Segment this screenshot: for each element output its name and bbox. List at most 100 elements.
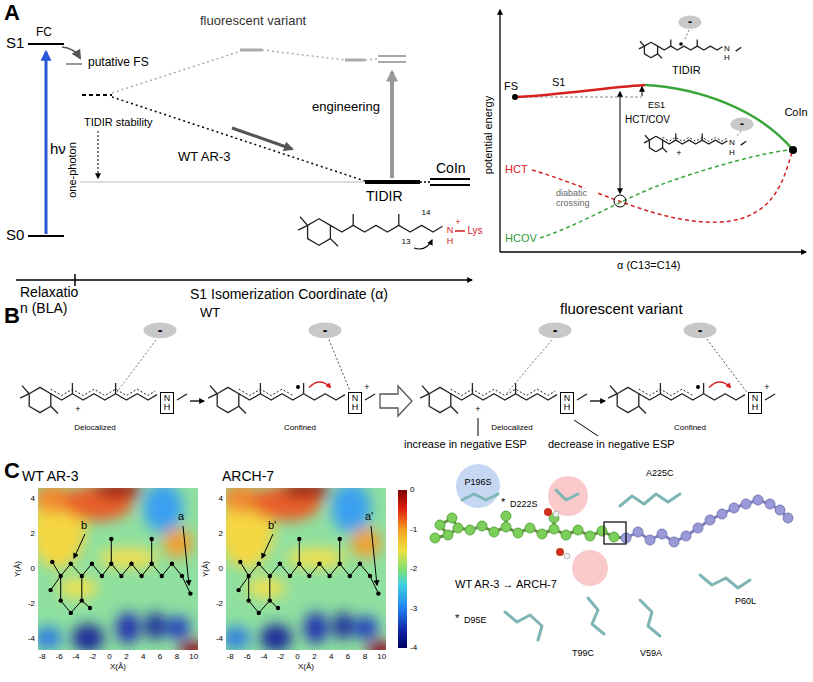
curve-label: fluorescent variant: [200, 14, 306, 29]
variant-title: WT: [200, 306, 220, 321]
charge-label: +: [75, 404, 80, 414]
residue-label: T99C: [572, 648, 594, 658]
annotation: decrease in negative ESP: [548, 438, 675, 451]
state-caption: Confined: [284, 423, 316, 432]
map-title: WT AR-3: [22, 468, 79, 484]
atom-label: H: [729, 148, 735, 157]
charge-label: +: [475, 404, 480, 414]
charge-sign: -: [323, 323, 328, 338]
atom-label: H: [447, 236, 454, 246]
axis-tick: 0: [107, 652, 111, 661]
ellipse-fill: [144, 322, 177, 338]
charge-sign: -: [553, 323, 558, 338]
axis-tick: -4: [216, 635, 223, 644]
ellipse-fill: [679, 15, 702, 29]
axis-tick: -2: [216, 600, 223, 609]
annotation: diabatic crossing: [556, 188, 596, 209]
axis-tick: -6: [55, 652, 62, 661]
curve-label: HCOV: [505, 232, 537, 245]
ellipse-fill: [731, 117, 754, 131]
axis-title: X(Å): [298, 662, 314, 671]
atom-label: N: [564, 394, 571, 403]
residue-label: P196S: [464, 477, 491, 487]
point-label: a': [365, 510, 373, 523]
axis-title: Y(Å): [201, 561, 210, 577]
atom-label: N: [352, 394, 359, 403]
charge-label: +: [676, 148, 681, 158]
point-label: a: [178, 510, 184, 523]
amine-box: NH: [560, 392, 575, 415]
point-label: CoIn: [784, 106, 807, 119]
atom-label: H: [724, 53, 730, 62]
ellipse-fill: [539, 322, 572, 338]
atom-label: H: [564, 403, 571, 412]
variant-title: fluorescent variant: [560, 300, 683, 317]
axis-title: α (C13=C14): [617, 259, 681, 272]
annotation: WT AR-3 → ARCH-7: [455, 578, 557, 591]
axis-tick: 0: [219, 564, 223, 573]
coupling-label: HCT/COV: [625, 114, 670, 126]
state-label: FC: [36, 26, 52, 40]
point-label: b: [81, 519, 87, 532]
residue-label: Lys: [467, 225, 482, 237]
atom-label: H: [752, 403, 759, 412]
residue-label: A225C: [646, 468, 674, 478]
axis-tick: 2: [219, 529, 223, 538]
energy-level-diagram: [16, 44, 472, 286]
state-caption: Delocalized: [491, 423, 532, 432]
state-label: putative FS: [88, 56, 149, 70]
charge-sign: -: [158, 323, 163, 338]
atom-number: 13: [402, 237, 411, 246]
axis-tick: -6: [243, 652, 250, 661]
charge-ellipse: -: [538, 322, 572, 339]
colorbar-tick: 0: [410, 485, 414, 494]
dotted-connector: [707, 339, 747, 392]
colorbar-tick: -1: [410, 525, 417, 534]
colorbar-tick: -3: [410, 604, 417, 613]
esp-maps: [30, 482, 407, 659]
amine-box: NH: [748, 392, 763, 415]
dotted-connector: [329, 340, 350, 391]
charge-ellipse: -: [143, 322, 177, 339]
axis-tick: -8: [227, 652, 234, 661]
charge-ellipse: -: [730, 117, 754, 132]
charge-sign: -: [698, 323, 703, 338]
residue-label: D222S: [510, 499, 538, 509]
axis-tick: -4: [72, 652, 79, 661]
curve-label: WT AR-3: [178, 150, 231, 165]
axis-tick: 8: [175, 652, 179, 661]
point-label: FS: [504, 80, 518, 93]
axis-tick: 4: [141, 652, 145, 661]
axis-title: one-photon: [66, 142, 79, 198]
annotation: engineering: [312, 100, 380, 115]
amine-box: NH: [160, 392, 175, 415]
axis-tick: 0: [31, 564, 35, 573]
curve-label: HCT: [505, 163, 528, 176]
map-title: ARCH-7: [222, 468, 274, 484]
charge-ellipse: -: [308, 322, 342, 339]
atom-label: N: [729, 138, 735, 147]
colorbar-tick: -4: [410, 643, 417, 652]
atom-label: N: [724, 44, 730, 53]
axis-tick: -2: [28, 600, 35, 609]
marker-star: *: [501, 496, 505, 509]
axis-tick: 2: [124, 652, 128, 661]
charge-ellipse: -: [683, 322, 717, 339]
axis-tick: -4: [28, 635, 35, 644]
axis-tick: 6: [158, 652, 162, 661]
atom-label: H: [352, 403, 359, 412]
state-caption: Delocalized: [74, 423, 115, 432]
annotation: increase in negative ESP: [404, 438, 527, 451]
axis-title: Y(Å): [13, 561, 22, 577]
state-label: TIDIR: [366, 188, 403, 204]
charge-label: +: [364, 382, 369, 392]
atom-number: 14: [422, 208, 431, 217]
panel-letter: C: [4, 458, 20, 483]
axis-tick: -4: [260, 652, 267, 661]
protein-model: [430, 464, 793, 640]
axis-tick: 0: [295, 652, 299, 661]
retinal-structures: [20, 340, 775, 436]
axis-title: X(Å): [110, 662, 126, 671]
